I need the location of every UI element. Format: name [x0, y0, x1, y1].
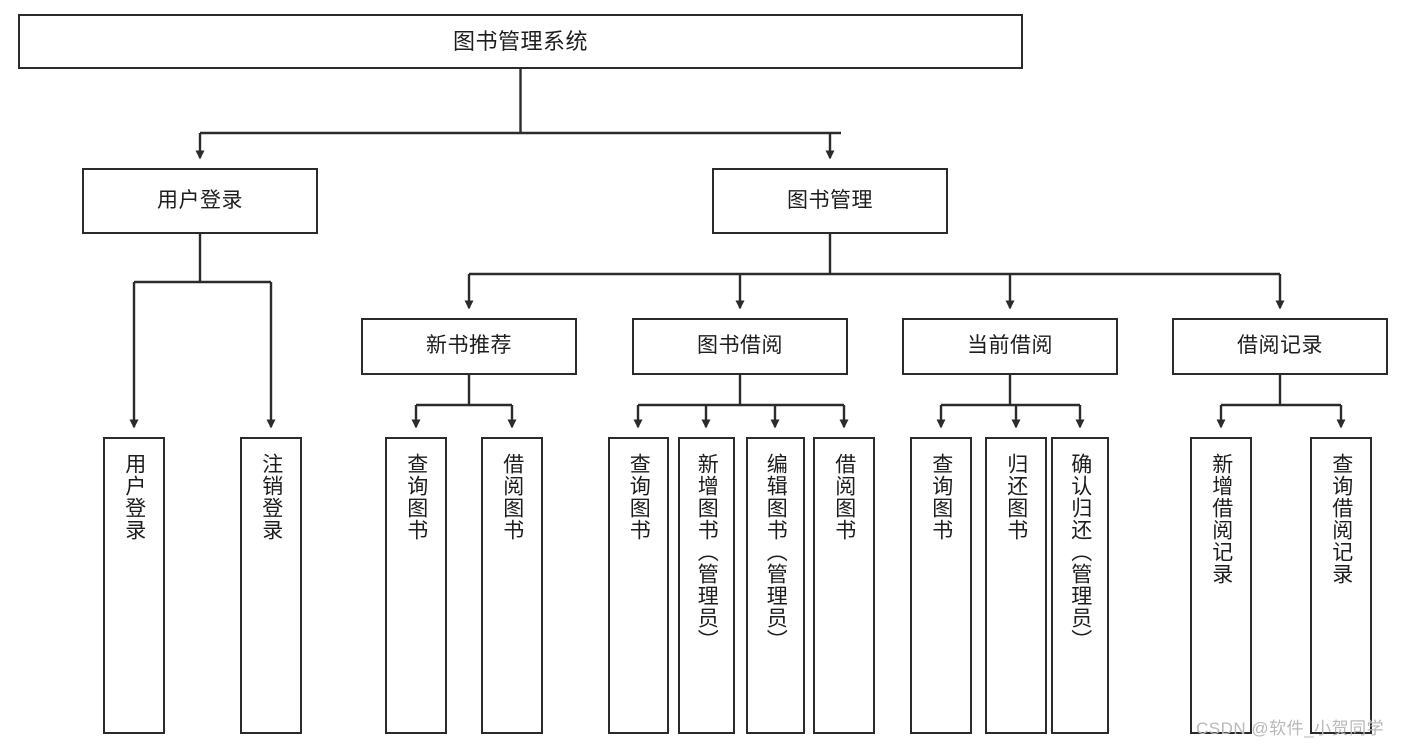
node-leaf-logout-label: 注销登录: [259, 453, 283, 541]
node-new-book-recommend[interactable]: 新书推荐: [361, 318, 577, 375]
node-current-borrow-label: 当前借阅: [967, 334, 1053, 358]
node-user-login[interactable]: 用户登录: [82, 168, 318, 234]
node-leaf-borrow-book-1-label: 借阅图书: [500, 453, 524, 541]
node-leaf-query-book-2-label: 查询图书: [627, 453, 651, 541]
node-leaf-query-record-label: 查询借阅记录: [1329, 453, 1353, 585]
node-leaf-confirm-return-label: 确认归还（管理员）: [1068, 453, 1092, 651]
node-leaf-query-book-3-label: 查询图书: [929, 453, 953, 541]
node-new-book-recommend-label: 新书推荐: [426, 334, 512, 358]
watermark-text: CSDN @软件_小贺同学: [1196, 719, 1385, 738]
node-leaf-add-record-label: 新增借阅记录: [1209, 453, 1233, 585]
node-leaf-query-book-1[interactable]: 查询图书: [385, 437, 447, 734]
node-leaf-borrow-book-1[interactable]: 借阅图书: [481, 437, 543, 734]
node-book-borrow[interactable]: 图书借阅: [632, 318, 848, 375]
node-leaf-query-book-1-label: 查询图书: [404, 453, 428, 541]
node-book-borrow-label: 图书借阅: [697, 334, 783, 358]
node-leaf-user-login[interactable]: 用户登录: [103, 437, 165, 734]
node-leaf-return-book-label: 归还图书: [1004, 453, 1028, 541]
node-user-login-label: 用户登录: [157, 188, 243, 212]
node-leaf-confirm-return[interactable]: 确认归还（管理员）: [1051, 437, 1109, 734]
node-leaf-add-book-label: 新增图书（管理员）: [695, 453, 719, 651]
node-borrow-record-label: 借阅记录: [1237, 334, 1323, 358]
node-leaf-return-book[interactable]: 归还图书: [985, 437, 1047, 734]
node-borrow-record[interactable]: 借阅记录: [1172, 318, 1388, 375]
node-book-manage-label: 图书管理: [787, 188, 873, 212]
node-leaf-query-book-3[interactable]: 查询图书: [910, 437, 972, 734]
node-leaf-user-login-label: 用户登录: [122, 453, 146, 541]
node-leaf-query-book-2[interactable]: 查询图书: [608, 437, 669, 734]
node-book-manage[interactable]: 图书管理: [712, 168, 948, 234]
node-leaf-borrow-book-2-label: 借阅图书: [832, 453, 856, 541]
node-leaf-edit-book[interactable]: 编辑图书（管理员）: [746, 437, 805, 734]
node-leaf-borrow-book-2[interactable]: 借阅图书: [813, 437, 875, 734]
node-leaf-add-book[interactable]: 新增图书（管理员）: [678, 437, 735, 734]
node-leaf-query-record[interactable]: 查询借阅记录: [1310, 437, 1372, 734]
node-leaf-add-record[interactable]: 新增借阅记录: [1190, 437, 1252, 734]
node-leaf-logout[interactable]: 注销登录: [240, 437, 302, 734]
node-leaf-edit-book-label: 编辑图书（管理员）: [764, 453, 788, 651]
node-current-borrow[interactable]: 当前借阅: [902, 318, 1118, 375]
node-root-label: 图书管理系统: [452, 28, 588, 54]
node-root[interactable]: 图书管理系统: [18, 14, 1023, 69]
